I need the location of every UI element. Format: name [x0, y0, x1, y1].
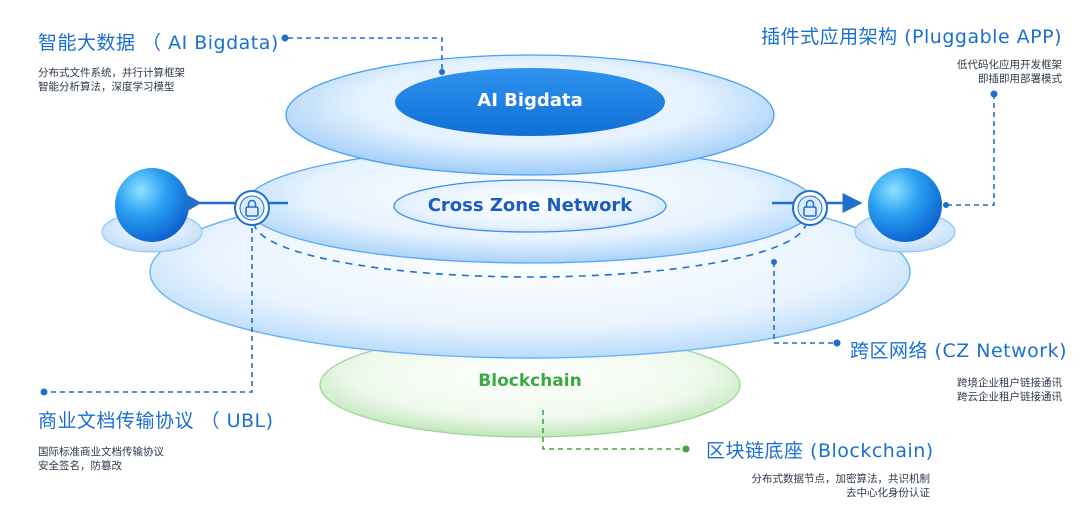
czn-label: Cross Zone Network — [427, 195, 633, 216]
pluggable-title: 插件式应用架构 (Pluggable APP) — [761, 26, 1062, 48]
ai-bigdata-desc-1: 分布式文件系统，并行计算框架 — [38, 67, 185, 79]
left-node-sphere-icon — [115, 168, 189, 242]
pluggable-leader-line — [946, 94, 995, 206]
czn-leader-end-dot — [771, 259, 777, 265]
czn-desc-1: 跨境企业租户链接通讯 — [957, 377, 1062, 389]
czn-pill — [393, 179, 667, 233]
ai-bigdata-title: 智能大数据 （ AI Bigdata) — [38, 32, 279, 54]
ubl-leader-dot — [40, 388, 48, 396]
ai-bigdata-label: AI Bigdata — [477, 90, 583, 111]
czn-title: 跨区网络 (CZ Network) — [850, 340, 1068, 362]
ai-leader-end-dot — [439, 69, 445, 75]
blockchain-leader-dot — [682, 445, 690, 453]
left-lock-icon — [234, 190, 270, 226]
ai-leader-line — [288, 37, 443, 72]
right-node-sphere-icon — [868, 168, 942, 242]
blockchain-leader-line — [542, 410, 683, 450]
pluggable-desc-1: 低代码化应用开发框架 — [957, 59, 1062, 71]
blockchain-label: Blockchain — [478, 371, 582, 391]
ai-core — [395, 68, 665, 136]
ai-leader-dot — [281, 34, 289, 42]
czn-desc-2: 跨云企业租户链接通讯 — [957, 391, 1062, 403]
ubl-title: 商业文档传输协议 （ UBL) — [38, 410, 274, 432]
blockchain-desc-1: 分布式数据节点，加密算法，共识机制 — [751, 473, 931, 485]
ubl-desc-1: 国际标准商业文档传输协议 — [38, 446, 164, 458]
czn-leader-line — [773, 262, 834, 344]
pluggable-leader-dot — [990, 90, 998, 98]
ubl-desc-2: 安全签名，防篡改 — [38, 460, 122, 472]
ubl-leader-line — [46, 228, 253, 393]
pluggable-desc-2: 即插即用部署模式 — [978, 73, 1062, 85]
blockchain-desc-2: 去中心化身份认证 — [846, 487, 930, 499]
right-lock-icon — [792, 190, 828, 226]
czn-leader-dot — [833, 339, 841, 347]
blockchain-title: 区块链底座 (Blockchain) — [706, 440, 934, 462]
pluggable-leader-end-dot — [943, 202, 949, 208]
ai-bigdata-desc-2: 智能分析算法，深度学习模型 — [38, 81, 175, 93]
